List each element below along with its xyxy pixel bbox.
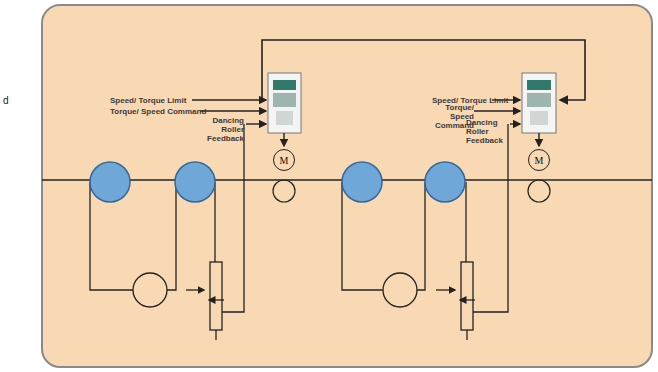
panel: [42, 5, 652, 367]
drive-unit: [522, 73, 556, 133]
dancer-web: [342, 124, 508, 340]
signal-label: Torque/ Speed Command: [110, 107, 200, 116]
signal-label: Dancing Roller Feedback: [466, 118, 510, 145]
motor-label: M: [535, 155, 544, 166]
edge-fragment: d: [3, 96, 23, 105]
signal-label: Speed/ Torque Limit: [110, 96, 192, 105]
motor-circle: M: [273, 149, 295, 171]
dancer-web: [90, 124, 244, 340]
drive-unit: [268, 73, 301, 133]
potentiometer: [210, 262, 222, 330]
dancer-roller: [133, 273, 167, 307]
potentiometer: [461, 262, 473, 330]
motor-circle: M: [528, 149, 550, 171]
dancer-roller: [383, 273, 417, 307]
signal-label: Dancing Roller Feedback: [200, 116, 244, 143]
motor-label: M: [280, 155, 289, 166]
